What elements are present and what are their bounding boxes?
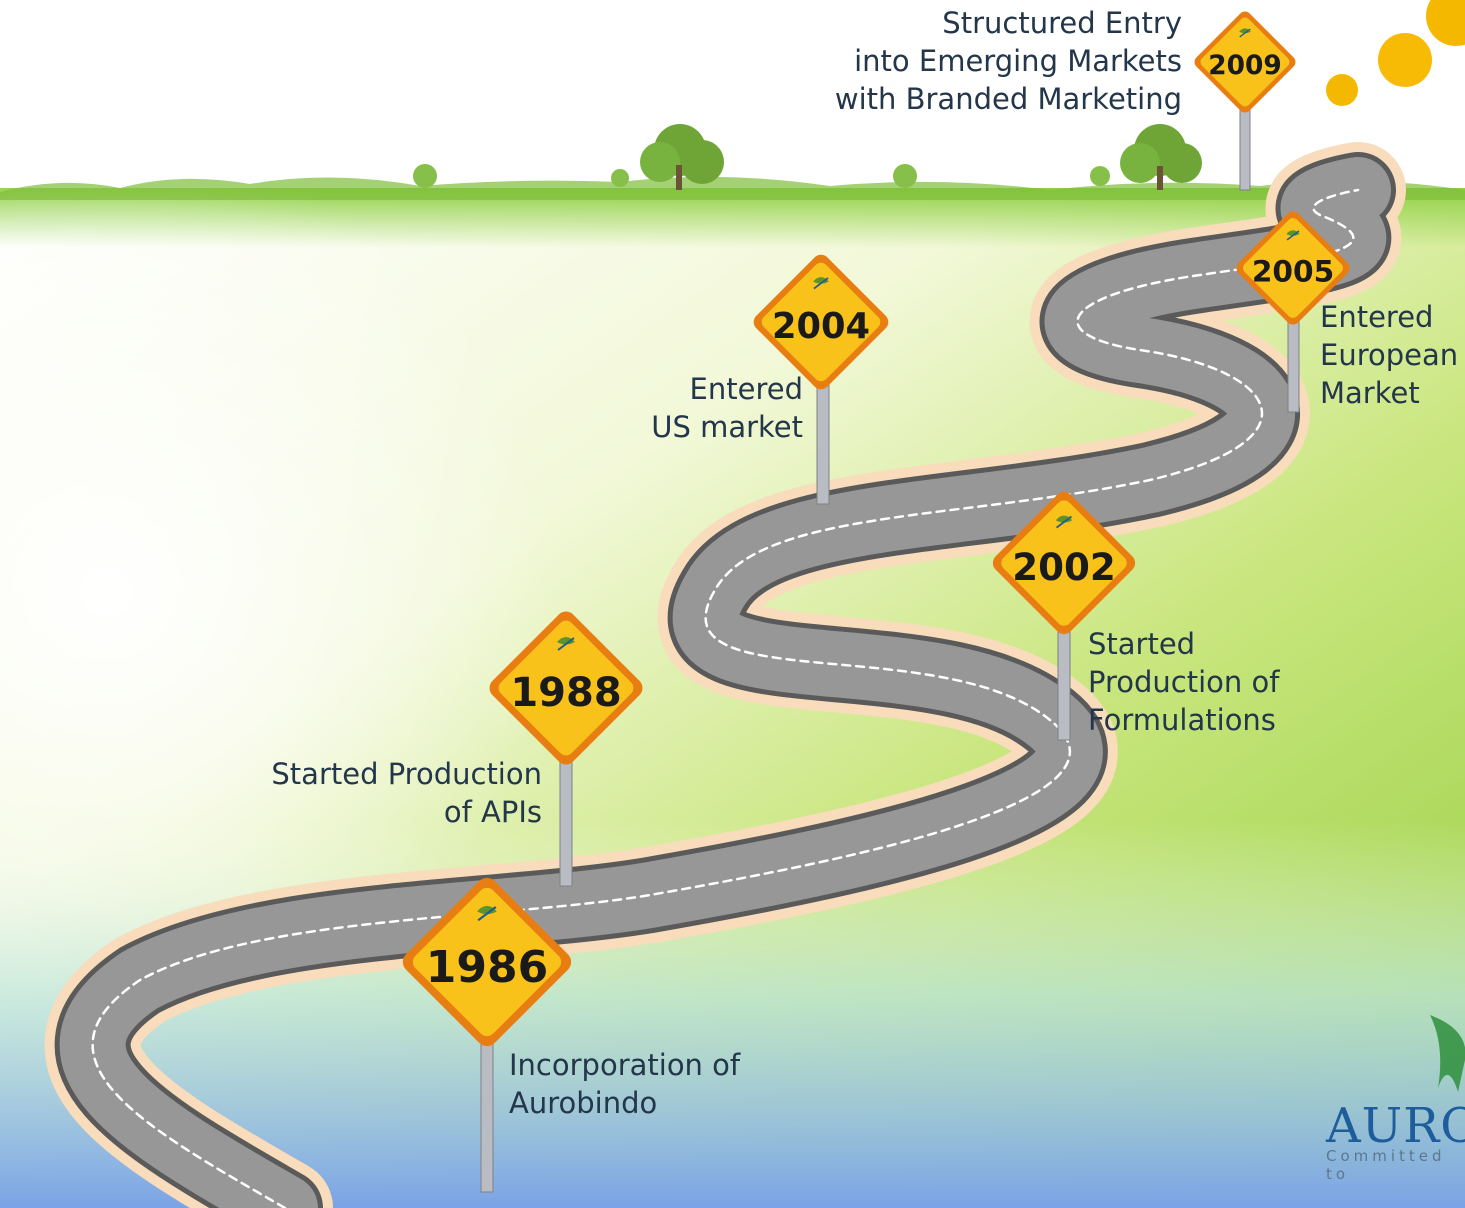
milestone-sign-1988: 1988 [484, 606, 648, 770]
milestone-text-2002: Started Production of Formulations [1088, 627, 1280, 737]
milestone-sign-2009: 2009 [1191, 8, 1299, 116]
logo-swoosh-icon [1430, 1015, 1465, 1092]
svg-text:2004: 2004 [772, 306, 870, 347]
milestone-text-2009: Structured Entry into Emerging Markets w… [834, 6, 1182, 116]
milestone-sign-2002: 2002 [988, 487, 1140, 639]
svg-text:2009: 2009 [1208, 50, 1281, 81]
company-logo-tagline: Committed to [1326, 1147, 1446, 1183]
winding-road [44, 142, 1406, 1208]
milestone-sign-1986: 1986 [397, 872, 577, 1052]
milestone-text-1988: Started Production of APIs [271, 757, 542, 829]
milestone-sign-2005: 2005 [1232, 207, 1354, 329]
svg-text:2002: 2002 [1012, 545, 1116, 589]
horizon-trees [0, 124, 1465, 200]
svg-text:1988: 1988 [510, 670, 621, 716]
svg-text:1986: 1986 [426, 942, 548, 993]
svg-text:2005: 2005 [1252, 254, 1334, 288]
milestone-text-2004: Entered US market [651, 372, 803, 444]
company-logo-wordmark: AURO [1326, 1098, 1465, 1154]
milestone-text-2005: Entered European Market [1320, 300, 1459, 410]
milestone-sign-2004: 2004 [749, 250, 893, 394]
sun-circles [1326, 0, 1465, 106]
milestone-text-1986: Incorporation of Aurobindo [509, 1048, 741, 1120]
